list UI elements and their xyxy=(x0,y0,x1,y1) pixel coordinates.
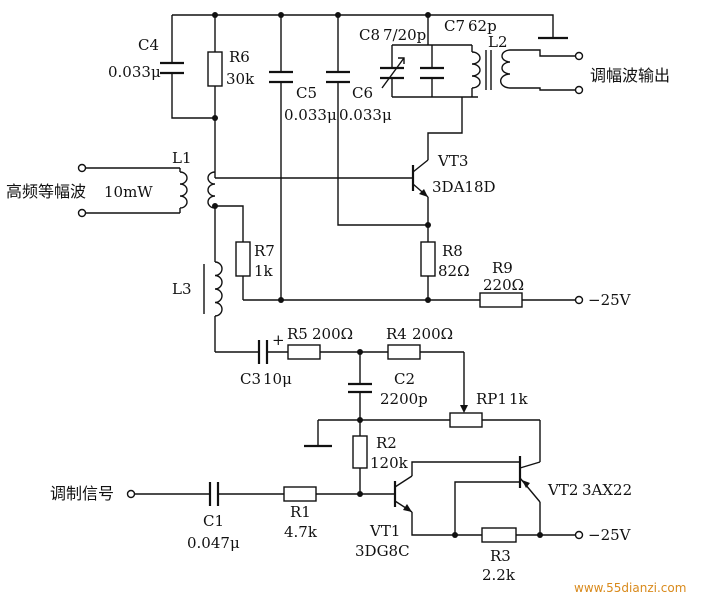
resistor-r4 xyxy=(387,344,421,360)
terminal-mod-input xyxy=(126,489,136,499)
label-r5-ref: R5 xyxy=(287,325,308,343)
label-r2-ref: R2 xyxy=(376,434,397,452)
label-output: 调幅波输出 xyxy=(590,66,670,85)
variable-capacitor-c8 xyxy=(380,57,405,89)
terminal-rf-input-2 xyxy=(77,208,87,218)
label-c1-value: 0.047μ xyxy=(187,534,240,552)
label-vt1-value: 3DG8C xyxy=(355,542,410,560)
transistor-vt3 xyxy=(411,159,429,198)
label-r1-value: 4.7k xyxy=(284,523,318,541)
label-r4-value: 200Ω xyxy=(412,325,453,343)
capacitor-c4 xyxy=(160,61,184,75)
label-vt3-ref: VT3 xyxy=(437,152,468,170)
transformer-l1 xyxy=(179,171,216,209)
label-c4-value: 0.033μ xyxy=(108,63,161,81)
capacitor-c7 xyxy=(420,66,444,80)
label-r5-value: 200Ω xyxy=(312,325,353,343)
transistor-vt2 xyxy=(518,456,541,503)
label-c5-value: 0.033μ xyxy=(284,106,337,124)
label-r1-ref: R1 xyxy=(290,503,311,521)
label-r8-value: 82Ω xyxy=(438,262,470,280)
label-r3-ref: R3 xyxy=(490,547,511,565)
label-r9-ref: R9 xyxy=(492,259,513,277)
label-supply-top: −25V xyxy=(588,291,632,309)
transistor-vt1 xyxy=(393,475,413,513)
capacitor-c1 xyxy=(208,482,220,506)
label-vt3-value: 3DA18D xyxy=(432,178,496,196)
label-c7-ref: C7 xyxy=(444,17,465,35)
resistor-r3 xyxy=(481,527,517,543)
label-r4-ref: R4 xyxy=(386,325,407,343)
terminal-supply-bottom xyxy=(574,530,584,540)
label-c6-value: 0.033μ xyxy=(339,106,392,124)
label-l1-ref: L1 xyxy=(172,149,192,167)
label-c5-ref: C5 xyxy=(296,84,317,102)
resistor-r2 xyxy=(352,435,368,469)
label-l2-ref: L2 xyxy=(488,33,508,51)
resistor-r7 xyxy=(235,241,251,277)
inductor-l3 xyxy=(203,261,223,317)
port-labels: 调幅波输出 高频等幅波 10mW 调制信号 −25V −25V xyxy=(6,66,670,544)
capacitor-c6 xyxy=(326,70,350,84)
label-r2-value: 120k xyxy=(370,454,409,472)
junction-dots xyxy=(212,12,543,538)
resistor-r9 xyxy=(479,292,523,308)
resistor-r6 xyxy=(207,51,223,87)
terminal-output-2 xyxy=(574,85,584,95)
label-c1-ref: C1 xyxy=(203,512,224,530)
label-mod-input: 调制信号 xyxy=(50,484,114,503)
label-c7-value: 62p xyxy=(468,17,497,35)
label-c6-ref: C6 xyxy=(352,84,373,102)
label-r7-ref: R7 xyxy=(254,242,275,260)
label-r8-ref: R8 xyxy=(442,242,463,260)
component-labels: C4 0.033μ R6 30k C5 0.033μ C6 0.033μ C8 … xyxy=(108,17,632,584)
label-r3-value: 2.2k xyxy=(482,566,516,584)
label-c8-ref: C8 xyxy=(359,26,380,44)
terminal-supply-top xyxy=(574,295,584,305)
label-c2-value: 2200p xyxy=(380,390,428,408)
resistor-r5 xyxy=(287,344,321,360)
capacitor-c5 xyxy=(269,70,293,84)
label-rp1-ref: RP1 xyxy=(476,390,507,408)
electrolytic-capacitor-c3 xyxy=(257,340,269,364)
watermark: www.55dianzi.com xyxy=(574,581,686,595)
transformer-l2 xyxy=(471,49,511,90)
terminal-output-1 xyxy=(574,51,584,61)
label-r7-value: 1k xyxy=(254,262,274,280)
capacitor-c2 xyxy=(348,382,372,394)
potentiometer-rp1 xyxy=(449,405,483,428)
label-rp1-value: 1k xyxy=(509,390,529,408)
label-c3-value: 10μ xyxy=(263,370,292,388)
label-c2-ref: C2 xyxy=(394,370,415,388)
terminal-rf-input-1 xyxy=(77,163,87,173)
label-c4-ref: C4 xyxy=(138,36,159,54)
label-c3-polarity: + xyxy=(272,331,285,349)
label-rf-input: 高频等幅波 xyxy=(6,182,86,201)
label-c8-value: 7/20p xyxy=(383,26,426,44)
label-r6-value: 30k xyxy=(226,70,255,88)
label-vt2-value: 3AX22 xyxy=(582,481,632,499)
label-c3-ref: C3 xyxy=(240,370,261,388)
resistor-r1 xyxy=(283,486,317,502)
label-supply-bottom: −25V xyxy=(588,526,632,544)
resistor-r8 xyxy=(420,241,436,277)
label-vt1-ref: VT1 xyxy=(369,522,400,540)
label-vt2-ref: VT2 xyxy=(547,481,578,499)
label-r6-ref: R6 xyxy=(229,48,250,66)
label-l3-ref: L3 xyxy=(172,280,192,298)
label-rf-input-power: 10mW xyxy=(104,183,153,201)
label-r9-value: 220Ω xyxy=(483,276,524,294)
